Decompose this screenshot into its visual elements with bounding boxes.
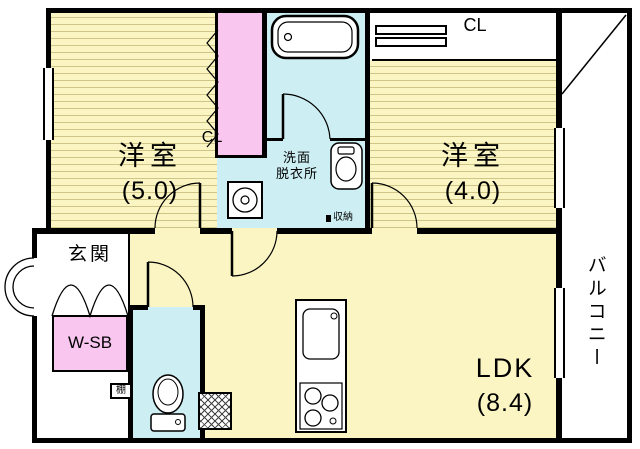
ldk-name: LDK	[475, 353, 535, 383]
storage-text: 収納	[333, 212, 353, 223]
wall-segment	[46, 8, 632, 13]
wall-segment	[46, 140, 51, 233]
washroom-name-line1: 洗面	[282, 150, 311, 165]
wall-segment	[372, 59, 556, 61]
storage-mark-icon	[326, 214, 331, 222]
entrance-door-arc-icon	[4, 257, 35, 317]
wall-segment	[556, 8, 562, 128]
wall-segment	[32, 233, 37, 258]
wall-segment	[556, 208, 562, 288]
wall-segment	[200, 305, 205, 439]
window-icon	[554, 288, 565, 378]
wall-segment	[128, 305, 148, 310]
wall-segment	[627, 8, 632, 443]
wall-segment	[32, 228, 155, 234]
shoe-box-label: W-SB	[67, 333, 113, 353]
entrance-label: 玄関	[67, 244, 112, 265]
ldk-size: (8.4)	[476, 389, 534, 418]
wall-segment	[264, 138, 283, 141]
wall-segment	[365, 10, 370, 234]
bedroom-east-label: 洋室 (4.0)	[390, 140, 556, 206]
bedroom-west-label: 洋室 (5.0)	[70, 140, 230, 206]
pipe-space-hatch	[198, 392, 232, 430]
wall-segment	[417, 228, 562, 234]
closet-east-label: CL	[463, 15, 487, 35]
ldk-label: LDK (8.4)	[420, 352, 590, 418]
storage-label: 収納	[326, 212, 353, 224]
closet-west-area	[217, 10, 265, 157]
wall-segment	[32, 316, 37, 441]
window-icon	[554, 128, 565, 208]
bedroom-west-name: 洋室	[118, 141, 182, 171]
genkan-step-edge	[128, 233, 130, 307]
wall-segment	[556, 378, 562, 438]
bedroom-east-size: (4.0)	[444, 177, 502, 206]
shelf-label: 棚	[110, 383, 132, 399]
toilet-area	[130, 307, 203, 439]
wall-segment	[128, 305, 133, 439]
wall-segment	[215, 155, 265, 158]
bedroom-west-size: (5.0)	[121, 177, 179, 206]
bathroom-washroom-area	[264, 10, 368, 233]
washroom-label: 洗面 脱衣所	[261, 150, 333, 181]
bedroom-west-area	[48, 10, 220, 233]
closet-east-area	[370, 12, 556, 60]
wall-segment	[193, 305, 205, 310]
wall-segment	[46, 8, 51, 68]
closet-west-label: CL	[201, 129, 223, 146]
wall-segment	[262, 10, 267, 158]
wall-segment	[330, 138, 368, 141]
wall-segment	[32, 438, 632, 443]
wall-segment	[277, 228, 372, 234]
washroom-name-line2: 脱衣所	[275, 165, 318, 181]
shelf-text: 棚	[116, 385, 126, 396]
balcony-label: バルコニー	[584, 255, 606, 370]
wall-segment	[200, 228, 232, 234]
bedroom-east-name: 洋室	[441, 141, 505, 171]
window-icon	[43, 68, 54, 140]
